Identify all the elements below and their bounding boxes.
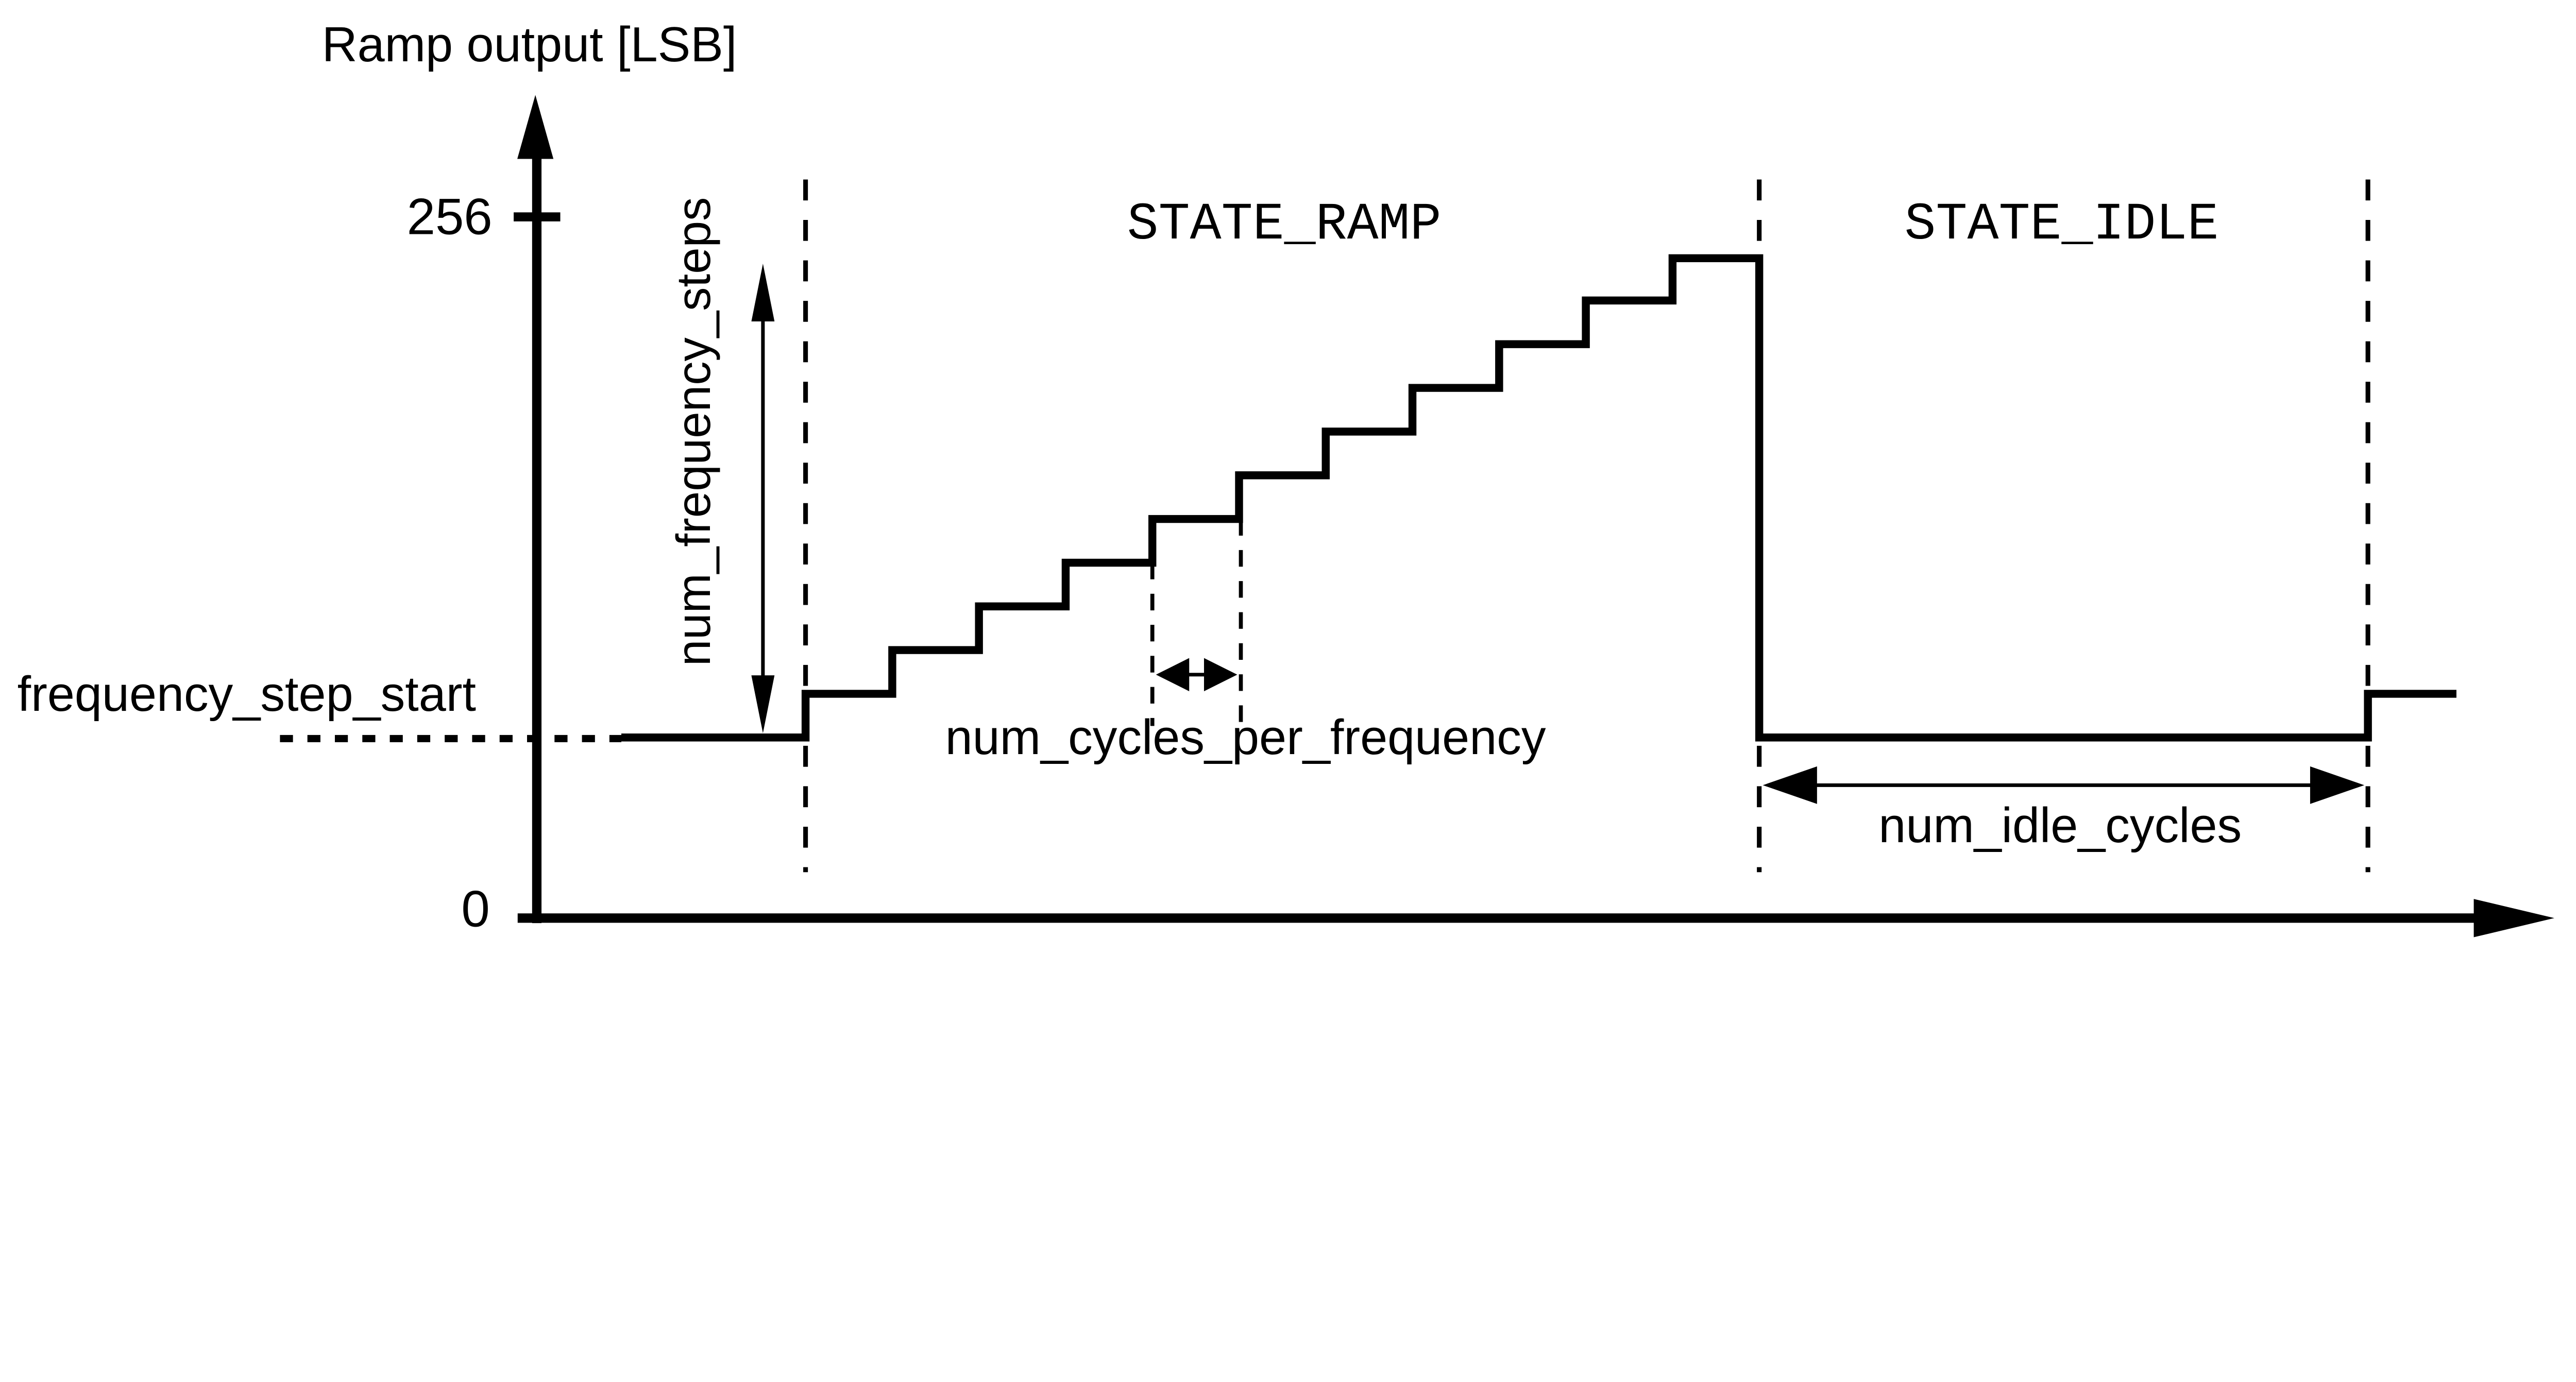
arrow-right-icon	[1204, 658, 1238, 692]
y-tick-256-mark	[514, 212, 561, 221]
arrow-right-icon	[2310, 766, 2365, 804]
y-axis-title: Ramp output [LSB]	[322, 18, 737, 72]
arrow-left-icon	[1156, 658, 1190, 692]
arrow-down-icon	[751, 675, 775, 733]
num-frequency-steps-label: num_frequency_steps	[667, 197, 720, 667]
x-axis-arrowhead-icon	[2473, 899, 2554, 937]
frequency-step-start-label: frequency_step_start	[18, 667, 476, 722]
state-idle-label: STATE_IDLE	[1905, 195, 2219, 254]
num-cycles-per-frequency-arrow	[1156, 658, 1238, 692]
arrow-left-icon	[1762, 766, 1817, 804]
ramp-timing-diagram: Ramp output [LSB] 256 0 frequency_step_s…	[0, 0, 2576, 969]
num-idle-cycles-label: num_idle_cycles	[1878, 798, 2242, 853]
num-cycles-per-frequency-label: num_cycles_per_frequency	[945, 710, 1546, 765]
arrow-up-icon	[751, 263, 775, 322]
diagram-background	[0, 0, 2576, 969]
diagram-canvas: Ramp output [LSB] 256 0 frequency_step_s…	[0, 0, 2576, 969]
y-axis-arrowhead-icon	[517, 95, 554, 159]
ramp-output-waveform	[621, 254, 2456, 742]
state-ramp-label: STATE_RAMP	[1127, 195, 1442, 254]
num-idle-cycles-arrow	[1762, 766, 2365, 804]
y-tick-256-label: 256	[407, 188, 493, 245]
y-tick-0-label: 0	[461, 880, 489, 937]
num-frequency-steps-arrow	[751, 263, 775, 733]
